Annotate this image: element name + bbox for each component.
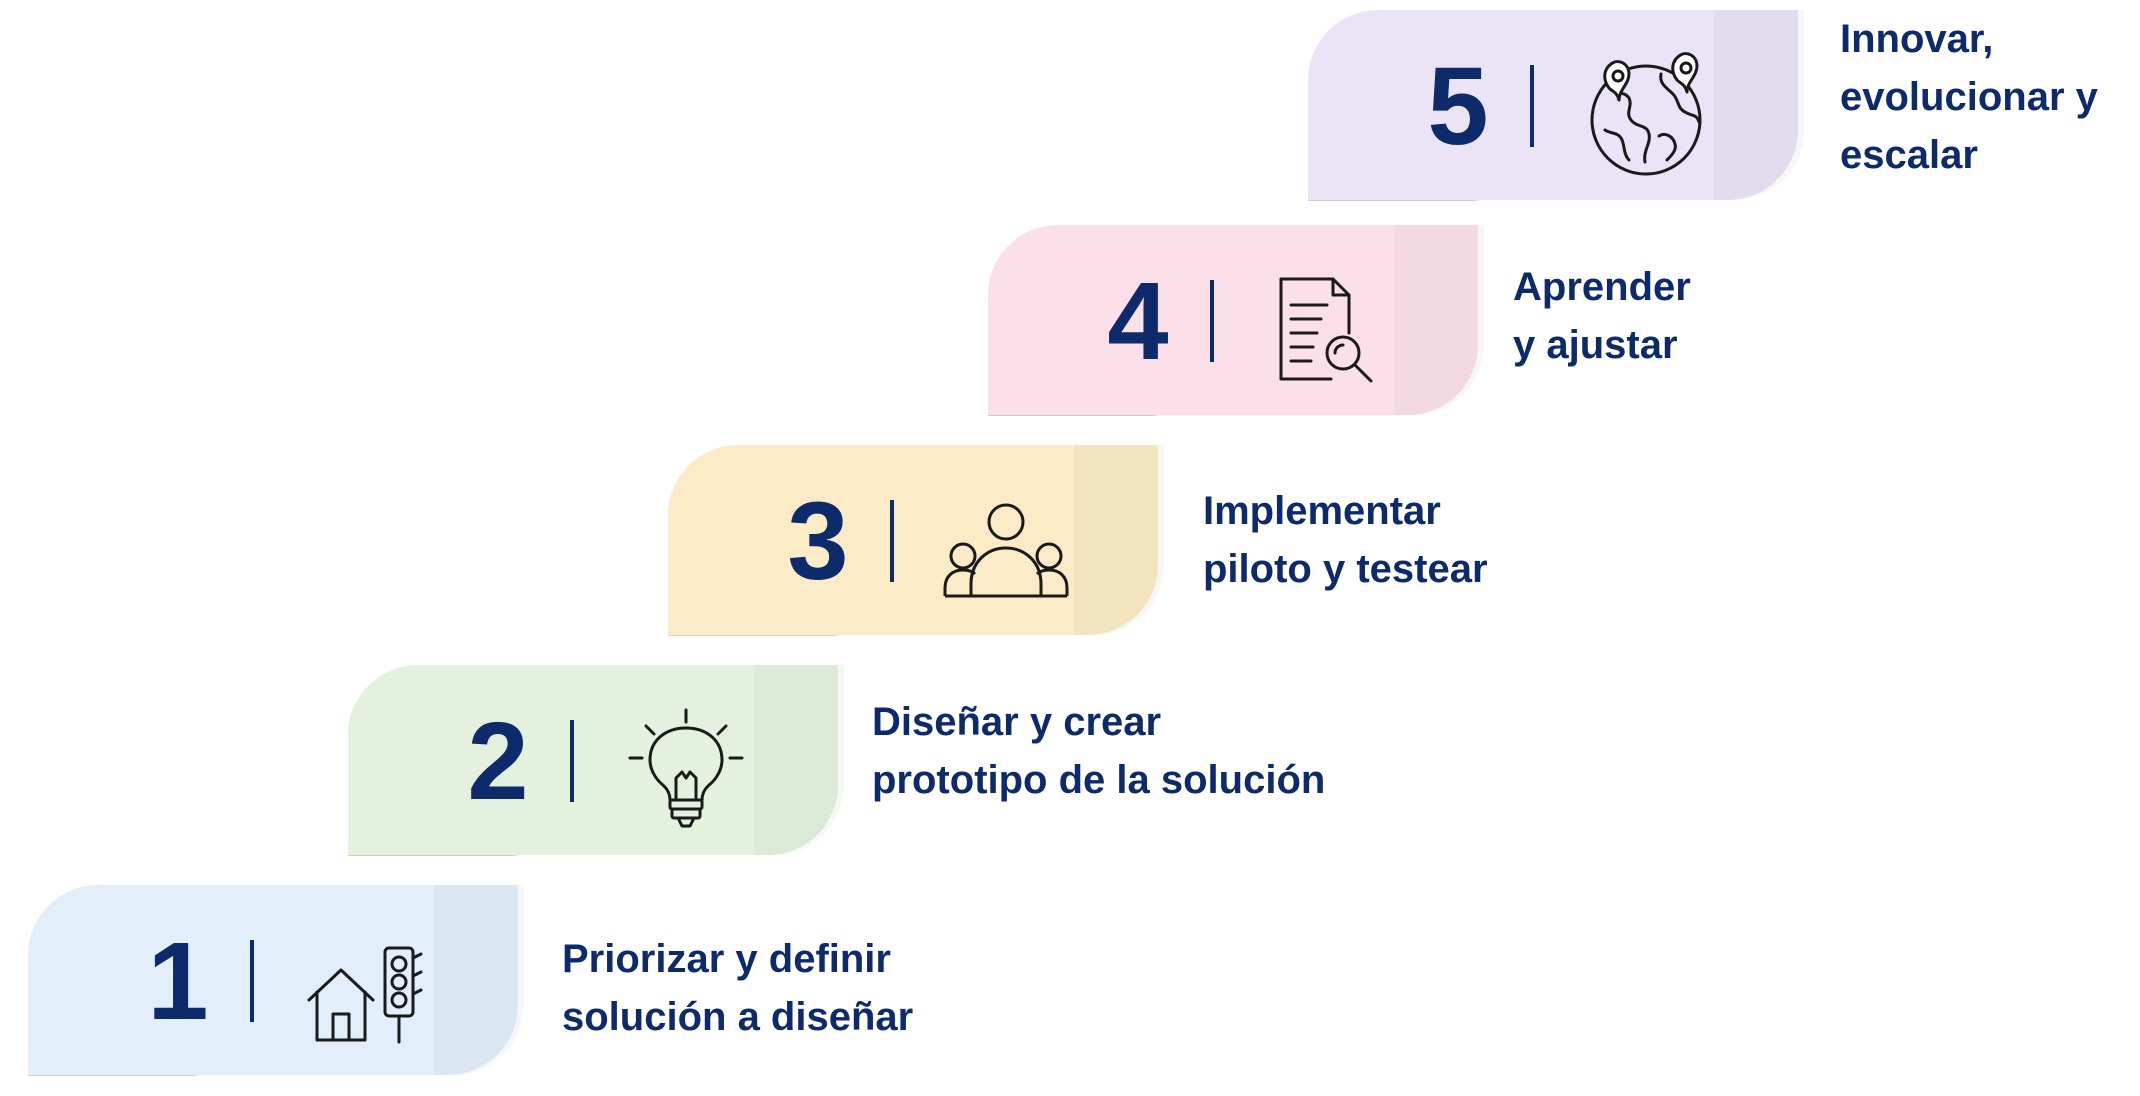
step-2-divider [570,720,574,802]
step-1-divider [250,940,254,1022]
step-4-block: 4 [988,225,1488,416]
step-3-block: 3 [668,445,1168,636]
step-1-label: Priorizar y definir solución a diseñar [562,930,913,1046]
step-1-label-line: Priorizar y definir [562,937,891,981]
step-1-card [28,885,518,1075]
step-5-label-line: escalar [1840,133,1978,177]
step-4-card [988,225,1478,415]
step-3-card [668,445,1158,635]
step-2-label-line: prototipo de la solución [872,758,1326,802]
step-1-label-line: solución a diseñar [562,995,914,1039]
step-2-label-line: Diseñar y crear [872,700,1162,744]
step-5-label-line: Innovar, [1840,17,1994,61]
house-traffic-light-icon [296,925,436,1055]
step-1-block: 1 [28,885,528,1076]
document-search-icon [1256,265,1396,395]
step-3-number: 3 [787,480,849,603]
step-4-number: 4 [1107,260,1169,383]
step-2-block: 2 [348,665,848,856]
step-5-divider [1530,65,1534,147]
step-4-label-line: y ajustar [1513,323,1678,367]
step-4-label: Aprender y ajustar [1513,258,1691,374]
step-2-label: Diseñar y crear prototipo de la solución [872,693,1325,809]
step-3-label-line: Implementar [1203,489,1441,533]
step-1-number: 1 [147,920,209,1043]
step-3-label-line: piloto y testear [1203,547,1488,591]
step-5-label-line: evolucionar y [1840,75,2098,119]
step-5-block: 5 [1308,10,1808,201]
step-5-number: 5 [1427,45,1489,168]
step-3-divider [890,500,894,582]
globe-location-icon [1576,50,1716,180]
lightbulb-icon [616,705,756,835]
step-4-divider [1210,280,1214,362]
step-5-card [1308,10,1798,200]
step-2-card [348,665,838,855]
people-group-icon [936,485,1076,615]
step-5-label: Innovar, evolucionar y escalar [1840,10,2098,184]
step-4-label-line: Aprender [1513,265,1691,309]
step-3-label: Implementar piloto y testear [1203,482,1488,598]
step-2-number: 2 [467,700,529,823]
